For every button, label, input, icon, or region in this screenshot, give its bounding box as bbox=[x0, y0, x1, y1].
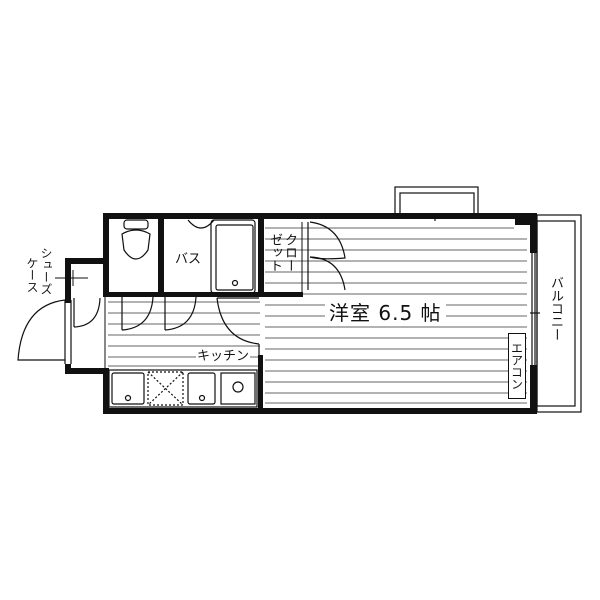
western-room-label: 洋室 6.5 帖 bbox=[325, 303, 446, 323]
toilet bbox=[121, 219, 151, 260]
bathtub bbox=[187, 219, 256, 294]
doors bbox=[17, 221, 346, 372]
closet-label-col1: クロー bbox=[282, 233, 297, 272]
balcony-label: バルコニー bbox=[548, 276, 563, 341]
walls bbox=[65, 213, 537, 414]
balcony-outline bbox=[536, 214, 582, 413]
closet-label-col2: ゼット bbox=[267, 233, 282, 272]
balcony-window bbox=[530, 253, 540, 365]
shoe-case-label-col2: ケース bbox=[25, 257, 39, 293]
shoe-case-label-col1: シューズ bbox=[39, 247, 53, 295]
aircon-box: エアコン bbox=[508, 333, 526, 399]
main-room-flooring bbox=[265, 227, 527, 404]
kitchen-label: キッチン bbox=[196, 349, 251, 364]
aircon-label: エアコン bbox=[509, 342, 524, 390]
bath-label: バス bbox=[175, 252, 202, 267]
kitchen-counter bbox=[108, 369, 258, 408]
top-window bbox=[394, 186, 479, 221]
